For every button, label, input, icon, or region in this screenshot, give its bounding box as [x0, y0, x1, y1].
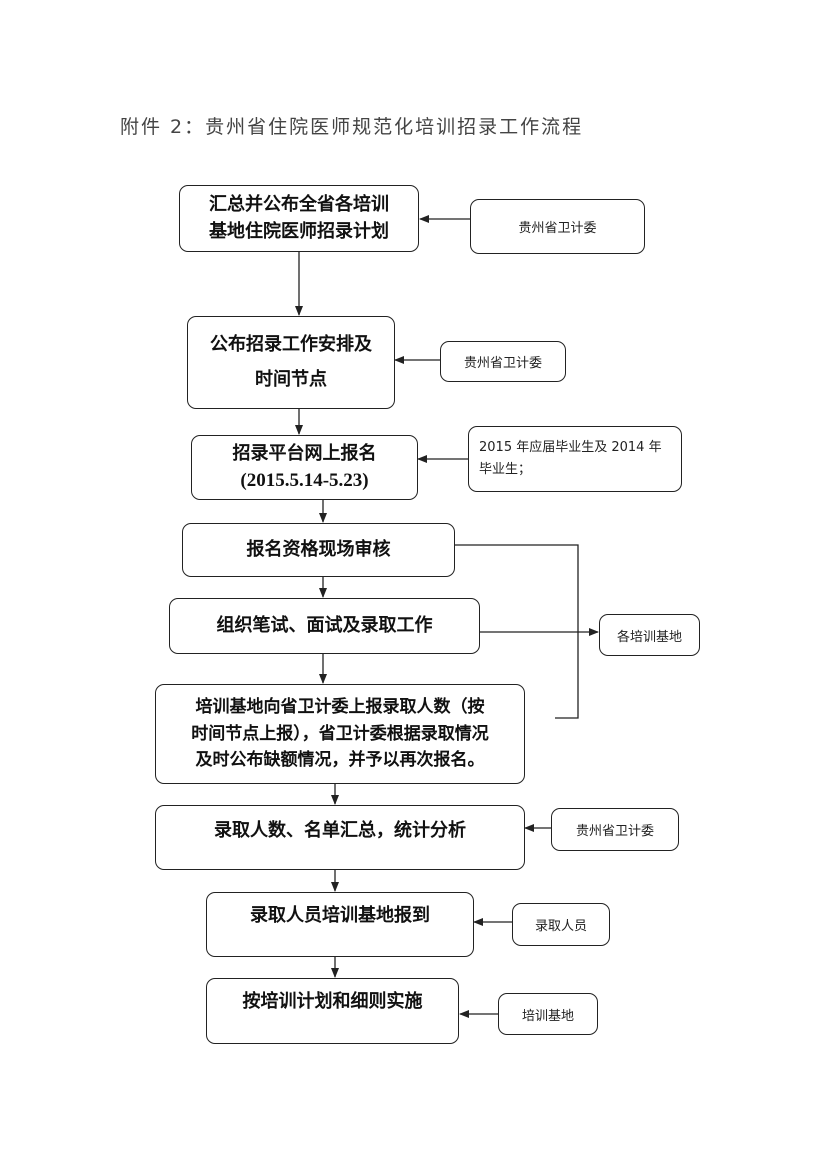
step-4-box: 报名资格现场审核: [182, 523, 455, 577]
step-5-box: 组织笔试、面试及录取工作: [169, 598, 480, 654]
step-5-line1: 组织笔试、面试及录取工作: [216, 614, 433, 636]
step-9-line1: 按培训计划和细则实施: [242, 991, 423, 1012]
step-6-line1: 培训基地向省卫计委上报录取人数（按: [195, 697, 485, 718]
step-6-box: 培训基地向省卫计委上报录取人数（按时间节点上报），省卫计委根据录取情况及时公布缺…: [155, 684, 525, 784]
step-2-line1: 公布招录工作安排及: [210, 334, 372, 356]
actor-2-label: 贵州省卫计委: [463, 356, 542, 371]
actor-3-line2: 毕业生；: [479, 462, 532, 477]
step-1-box: 汇总并公布全省各培训基地住院医师招录计划: [179, 185, 419, 252]
actor-3-box: 2015 年应届毕业生及 2014 年毕业生；: [468, 426, 682, 492]
step-9-box: 按培训计划和细则实施: [206, 978, 459, 1044]
step-2-line2: 时间节点: [255, 368, 327, 390]
step-3-line1: 招录平台网上报名: [232, 442, 377, 464]
actor-3-line1: 2015 年应届毕业生及 2014 年: [479, 439, 662, 455]
actor-5-label: 贵州省卫计委: [575, 824, 654, 839]
actor-4-box: 各培训基地: [599, 614, 700, 656]
step-6-line3: 及时公布缺额情况，并予以再次报名。: [195, 750, 485, 771]
step-3-line2: (2015.5.14-5.23): [240, 469, 369, 491]
actor-1-label: 贵州省卫计委: [518, 221, 597, 236]
step-8-line1: 录取人员培训基地报到: [250, 905, 430, 926]
actor-6-label: 录取人员: [534, 919, 587, 934]
step-6-line2: 时间节点上报），省卫计委根据录取情况: [191, 723, 489, 744]
step-8-box: 录取人员培训基地报到: [206, 892, 474, 957]
actor-1-box: 贵州省卫计委: [470, 199, 645, 254]
actor-6-box: 录取人员: [512, 903, 610, 946]
actor-7-label: 培训基地: [521, 1008, 574, 1024]
actor-7-box: 培训基地: [498, 993, 598, 1035]
step-4-line1: 报名资格现场审核: [246, 538, 391, 560]
step-1-line1: 汇总并公布全省各培训: [209, 194, 389, 216]
step-7-box: 录取人数、名单汇总，统计分析: [155, 805, 525, 870]
page-title: 附件 2：贵州省住院医师规范化培训招录工作流程: [120, 116, 584, 138]
actor-5-box: 贵州省卫计委: [551, 808, 679, 851]
actor-4-label: 各培训基地: [616, 629, 682, 645]
actor-2-box: 贵州省卫计委: [440, 341, 566, 382]
step-7-line1: 录取人数、名单汇总，统计分析: [214, 820, 466, 841]
step-2-box: 公布招录工作安排及时间节点: [187, 316, 395, 409]
step-3-box: 招录平台网上报名 (2015.5.14-5.23): [191, 435, 418, 500]
step-1-line2: 基地住院医师招录计划: [209, 220, 389, 242]
